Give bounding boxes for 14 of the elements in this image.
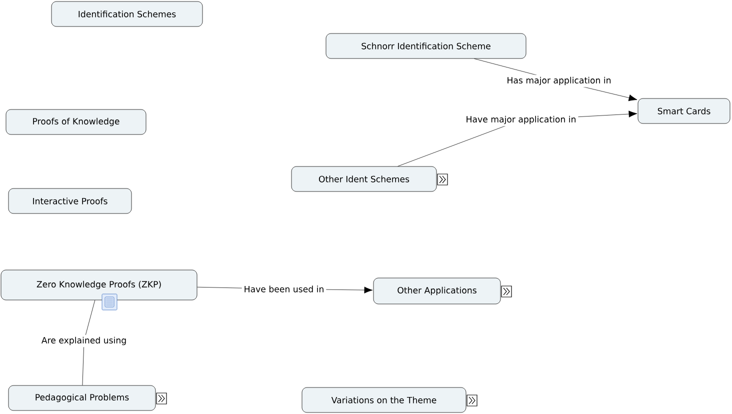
concept-box: Variations on the Theme (302, 387, 466, 413)
edge-label: Are explained using (39, 334, 129, 348)
concept-box: Smart Cards (638, 98, 730, 124)
concept-box: Other Ident Schemes (291, 166, 437, 192)
concept-box: Zero Knowledge Proofs (ZKP) (0, 270, 198, 300)
edge-label: Have major application in (464, 114, 578, 126)
edge-label: Have been used in (242, 284, 326, 294)
concept-box: Pedagogical Problems (8, 385, 156, 411)
edge-label: Has major application in (504, 74, 614, 88)
concept-box: Interactive Proofs (8, 188, 132, 214)
concept-box: Schnorr Identification Scheme (326, 33, 526, 59)
concept-box: Identification Schemes (51, 1, 203, 27)
concept-box: Other Applications (373, 278, 501, 304)
concept-box: Proofs of Knowledge (6, 109, 146, 135)
